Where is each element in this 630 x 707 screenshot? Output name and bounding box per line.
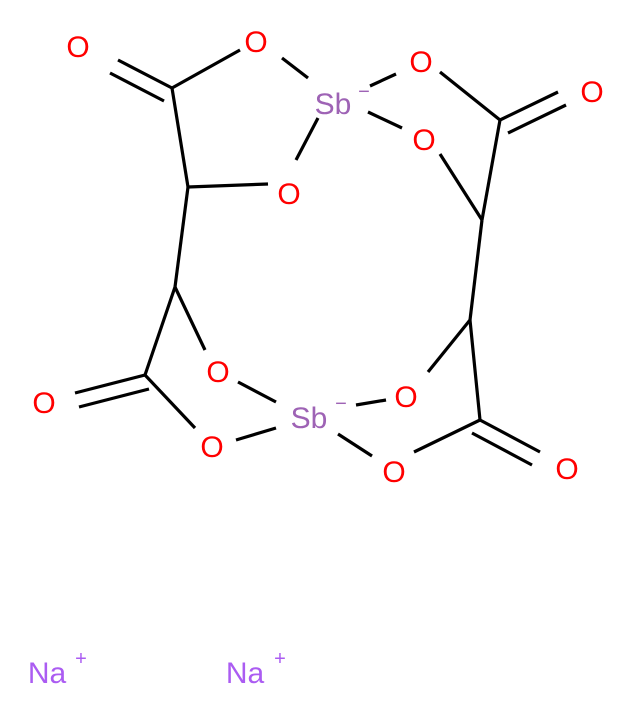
atom-sb-top-charge: − (358, 81, 370, 103)
atom-o-mid-right: O (394, 381, 417, 414)
atom-o-bottom-left-carbonyl: O (32, 387, 55, 420)
bond-o-c5 (438, 153, 484, 221)
atom-o-top-right-carbonyl: O (580, 76, 603, 109)
atom-sb-bottom-charge: − (335, 393, 347, 415)
atom-sb-bottom: Sb (291, 402, 328, 435)
atom-o-bottom-right-carbonyl: O (555, 453, 578, 486)
bond-o-sb-bottom-a (237, 380, 277, 404)
bond-c2-o (187, 182, 269, 189)
bond-c4-o-double-a (499, 90, 559, 122)
bond-o-c4 (439, 70, 501, 122)
bond-c8-o-double-b (471, 431, 533, 467)
bond-c4-c5 (480, 119, 502, 221)
bond-c4-o-double-b (507, 103, 567, 135)
bond-c6-o-mid-right (426, 318, 472, 374)
atom-o-top-ring-3: O (412, 124, 435, 157)
atom-o-top-ring-4: O (277, 178, 300, 211)
bond-c3-c7 (143, 286, 177, 376)
bond-c3-o-mid-left (173, 286, 207, 351)
atom-labels: O O Sb − O O O O O O Sb − O O O O (32, 26, 603, 489)
atom-o-top-ring-1: O (244, 26, 267, 59)
counterion-na-1-charge: + (75, 648, 87, 670)
atom-o-bottom-ring-2: O (382, 456, 405, 489)
bond-c2-c3 (173, 186, 190, 288)
bond-o-sb-top-b (294, 117, 320, 161)
bond-o-sb-top-a (281, 56, 309, 80)
bonds (74, 48, 567, 467)
atom-o-bottom-ring-1: O (200, 431, 223, 464)
atom-o-top-left-carbonyl: O (66, 31, 89, 64)
counterions: Na + Na + (28, 648, 286, 690)
atom-sb-top: Sb (315, 88, 352, 121)
bond-sb-top-o-lower-right (367, 110, 403, 130)
bond-c7-o-double-b (78, 387, 150, 409)
bond-c1-o-double-b (109, 71, 165, 103)
bond-c7-o-double-a (74, 373, 146, 395)
bond-c7-o-ring (143, 373, 197, 430)
counterion-na-2-charge: + (274, 648, 286, 670)
bond-c1-o-ring (171, 48, 241, 90)
bond-c1-c2 (170, 87, 190, 188)
atom-o-mid-left: O (206, 356, 229, 389)
bond-sb-bottom-o-lower-right (337, 432, 373, 458)
bond-c8-o-double-a (479, 418, 541, 454)
atom-o-top-ring-2: O (409, 46, 432, 79)
bond-o-sb-bottom-b (235, 426, 277, 442)
bond-c1-o-double-a (117, 58, 173, 90)
counterion-na-2: Na (226, 657, 265, 690)
bond-sb-top-o-upper-right (369, 72, 397, 88)
bond-o-c8 (413, 418, 481, 454)
bond-sb-bottom-o-right (355, 398, 387, 407)
bond-c5-c6 (468, 219, 484, 321)
counterion-na-1: Na (28, 657, 67, 690)
bond-c6-c8 (468, 319, 482, 421)
